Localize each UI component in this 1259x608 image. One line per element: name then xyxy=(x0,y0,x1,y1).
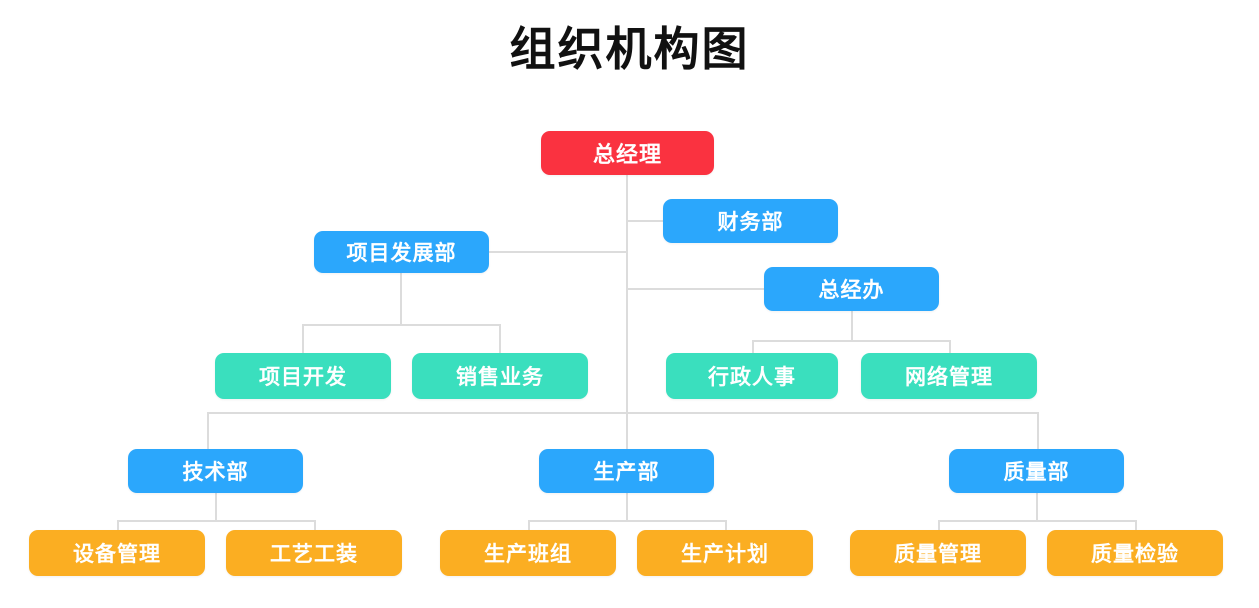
node-production-plan[interactable]: 生产计划 xyxy=(637,530,813,576)
node-quality-mgmt[interactable]: 质量管理 xyxy=(850,530,1026,576)
connector-trunk-to-distribution-bar xyxy=(626,412,628,449)
connector-stem-production-dept xyxy=(626,493,628,520)
connector-drop-process-tooling xyxy=(314,520,316,530)
node-gm-office[interactable]: 总经办 xyxy=(764,267,939,311)
connector-bar-production-dept xyxy=(528,520,726,522)
node-root[interactable]: 总经理 xyxy=(541,131,714,175)
connector-drop-to-quality-dept xyxy=(1037,412,1039,449)
connector-drop-quality-inspection xyxy=(1135,520,1137,530)
node-finance[interactable]: 财务部 xyxy=(663,199,838,243)
node-production-team[interactable]: 生产班组 xyxy=(440,530,616,576)
connector-bar-gm-office xyxy=(752,340,950,342)
connector-stem-quality-dept xyxy=(1036,493,1038,520)
connector-bar-project-dev-dept xyxy=(302,324,500,326)
node-production-dept[interactable]: 生产部 xyxy=(539,449,714,493)
node-project-dev[interactable]: 项目开发 xyxy=(215,353,391,399)
connector-branch-to-project-dev-dept xyxy=(489,251,628,253)
node-equipment-mgmt[interactable]: 设备管理 xyxy=(29,530,205,576)
connector-drop-network-mgmt xyxy=(949,340,951,353)
connector-bar-quality-dept xyxy=(938,520,1136,522)
connector-drop-admin-hr xyxy=(752,340,754,353)
node-project-dev-dept[interactable]: 项目发展部 xyxy=(314,231,489,273)
node-admin-hr[interactable]: 行政人事 xyxy=(666,353,838,399)
connector-drop-equipment-mgmt xyxy=(117,520,119,530)
node-network-mgmt[interactable]: 网络管理 xyxy=(861,353,1037,399)
node-process-tooling[interactable]: 工艺工装 xyxy=(226,530,402,576)
node-quality-inspection[interactable]: 质量检验 xyxy=(1047,530,1223,576)
connector-drop-to-tech-dept xyxy=(207,412,209,449)
connector-drop-production-plan xyxy=(725,520,727,530)
connector-stem-project-dev-dept xyxy=(400,273,402,324)
connector-stem-gm-office xyxy=(851,311,853,340)
connector-drop-project-dev xyxy=(302,324,304,353)
connector-bar-tech-dept xyxy=(117,520,315,522)
node-tech-dept[interactable]: 技术部 xyxy=(128,449,303,493)
page-title: 组织机构图 xyxy=(509,23,750,75)
node-sales[interactable]: 销售业务 xyxy=(412,353,588,399)
connector-branch-to-finance xyxy=(626,220,663,222)
node-quality-dept[interactable]: 质量部 xyxy=(949,449,1124,493)
connector-trunk-from-root xyxy=(626,175,628,412)
connector-drop-sales xyxy=(499,324,501,353)
connector-stem-tech-dept xyxy=(215,493,217,520)
connector-distribution-bar xyxy=(207,412,1039,414)
connector-branch-to-gm-office xyxy=(626,288,764,290)
connector-drop-production-team xyxy=(528,520,530,530)
connector-drop-quality-mgmt xyxy=(938,520,940,530)
